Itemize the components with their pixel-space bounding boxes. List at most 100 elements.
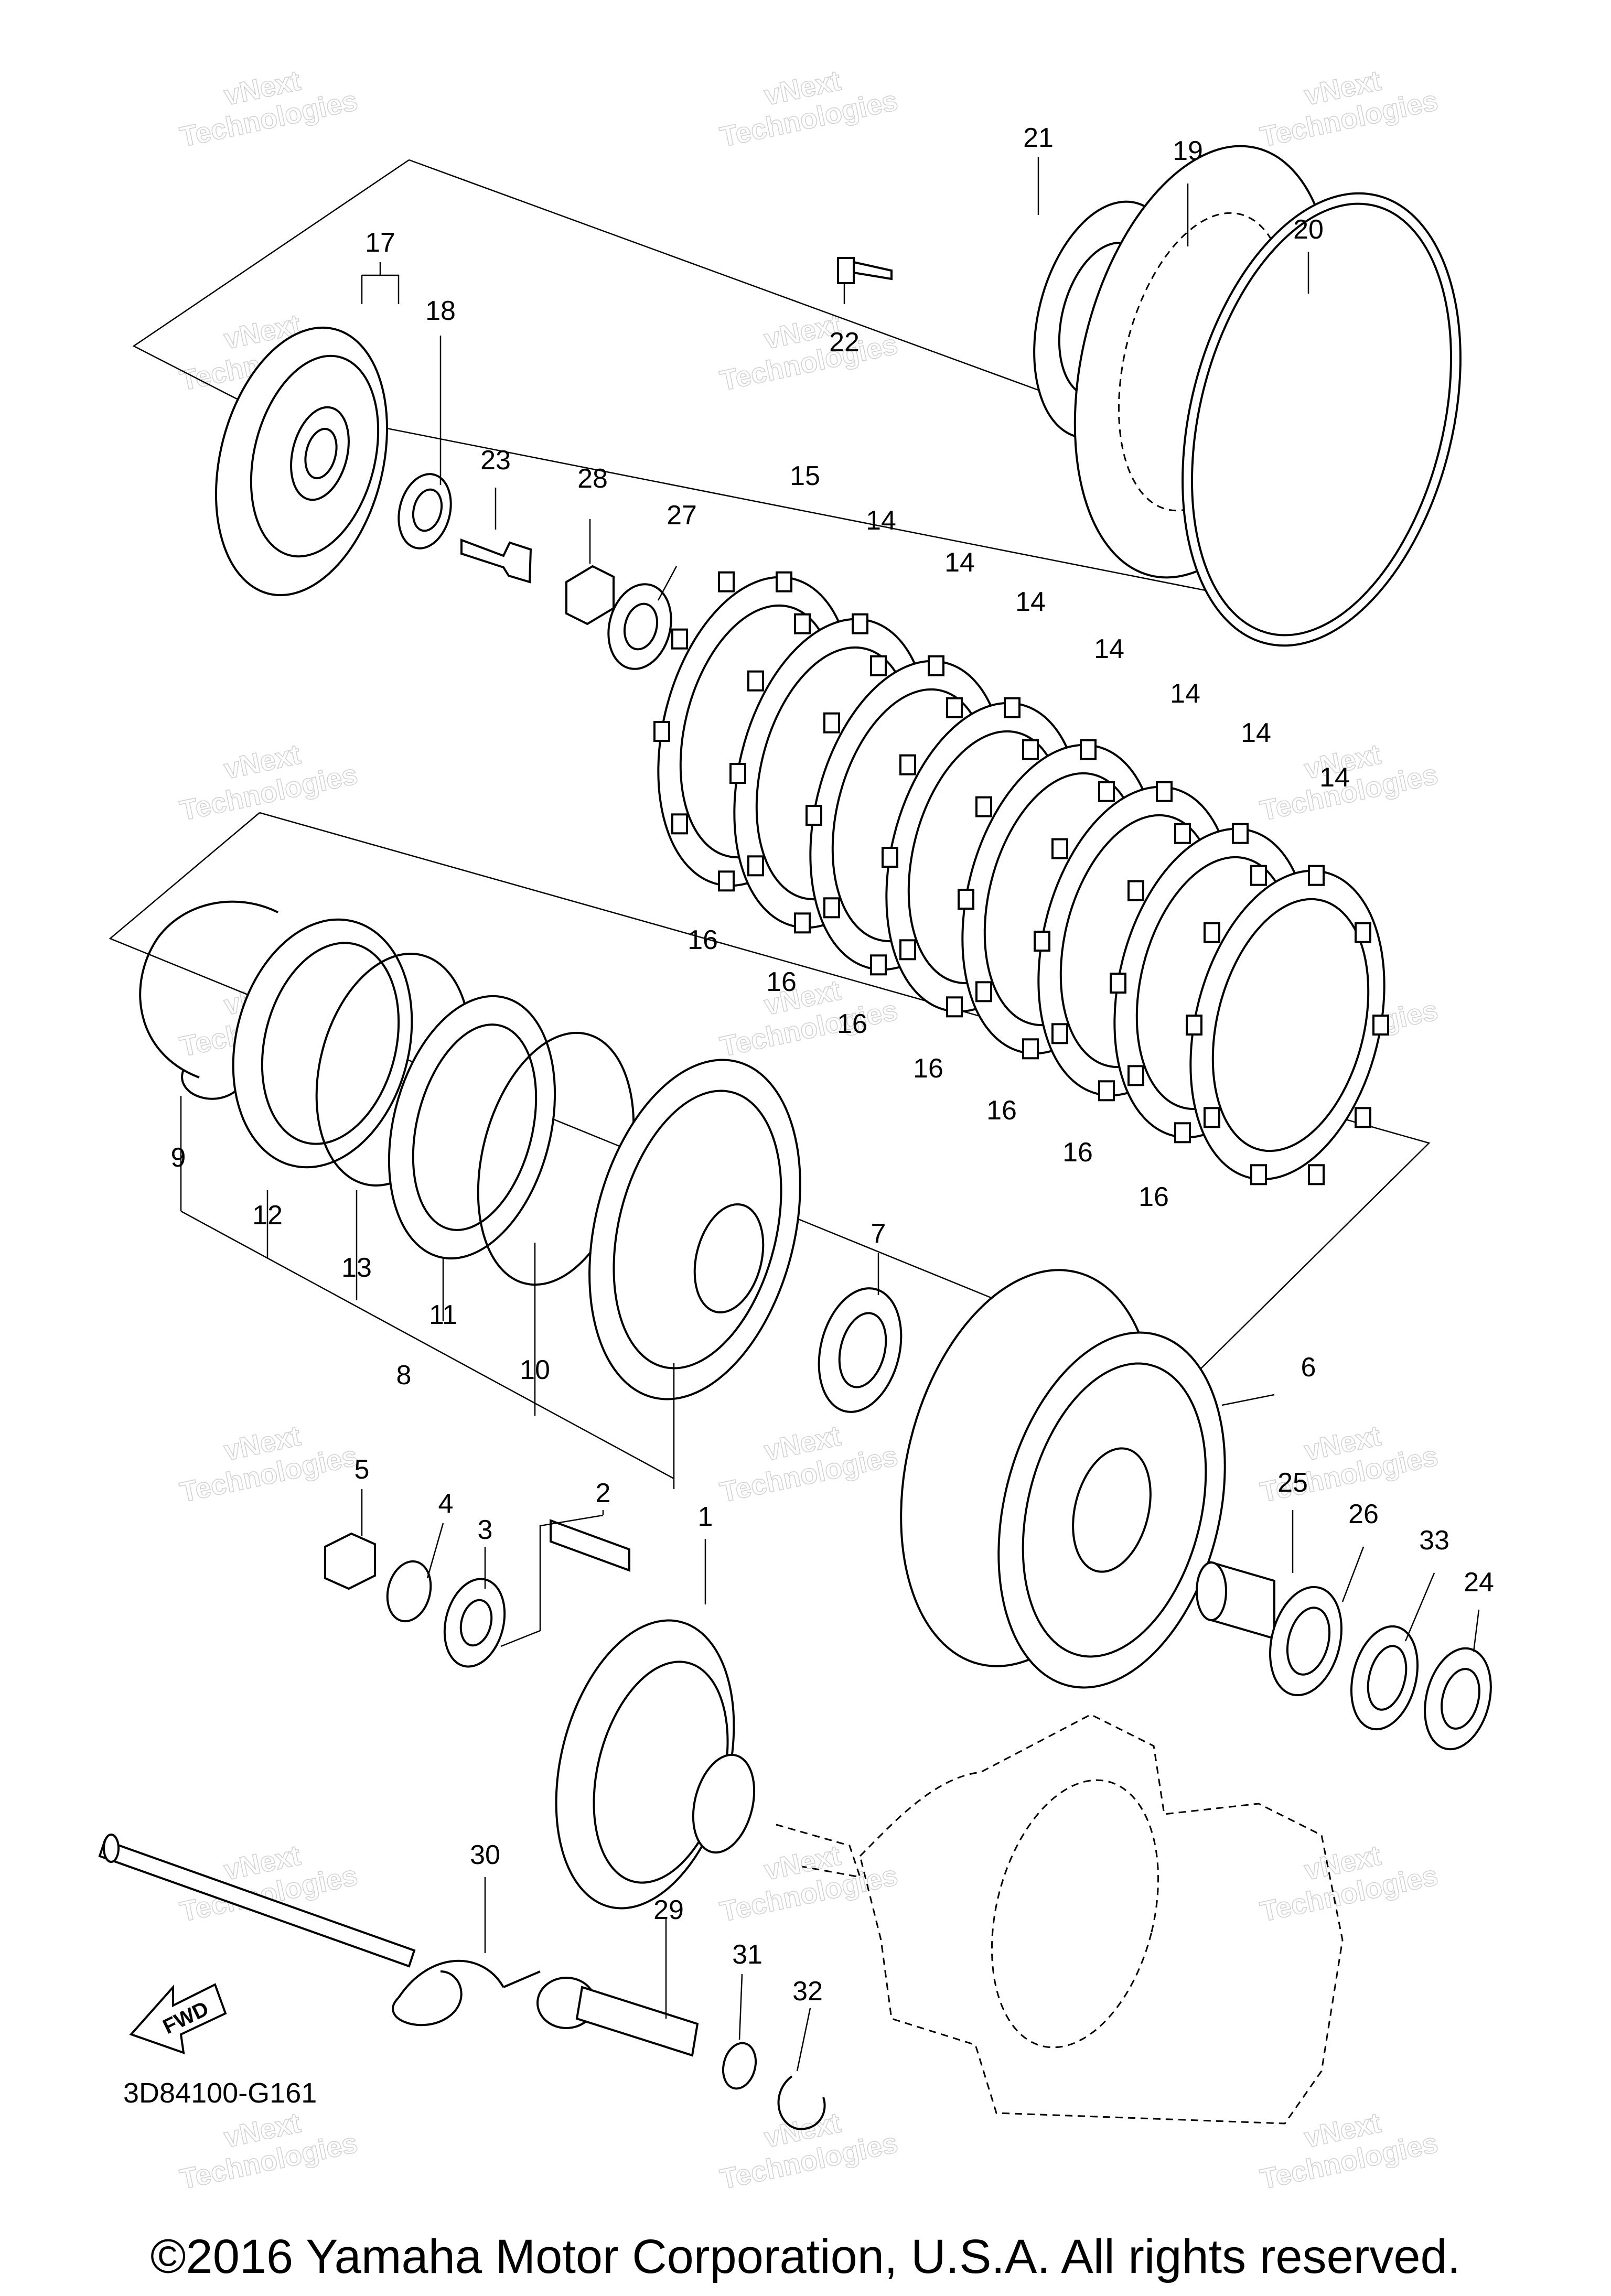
plate-tab [823, 897, 840, 919]
thrust-washer-24-part [1424, 1647, 1492, 1751]
forward-arrow-icon: FWD [129, 1983, 227, 2054]
diagram-code: 3D84100-G161 [123, 2077, 317, 2109]
watermark-text: vNextTechnologies [711, 298, 900, 397]
watermark-text: vNextTechnologies [1251, 54, 1441, 153]
copyright-notice: ©2016 Yamaha Motor Corporation, U.S.A. A… [151, 2230, 1460, 2283]
plate-tab [1203, 922, 1220, 943]
callout-24: 24 [1464, 1567, 1494, 1598]
plate-tab [1098, 1080, 1115, 1102]
callout-22: 22 [829, 327, 860, 358]
washer-3-part [443, 1578, 506, 1668]
bearing-part [398, 473, 452, 549]
plate-tab [946, 697, 963, 718]
plate-tab [1127, 1065, 1144, 1086]
callout-16c: 16 [837, 1009, 867, 1039]
plate-tab [1098, 781, 1115, 802]
callout-28: 28 [577, 463, 608, 494]
friction-plate-inner-edge [1211, 898, 1370, 1152]
plate-tab [1232, 823, 1249, 844]
plate-tab [946, 996, 963, 1018]
callout-33: 33 [1419, 1525, 1449, 1556]
plate-tab [1372, 1015, 1389, 1036]
plate-tab [1203, 1107, 1220, 1128]
washer-31-part [722, 2042, 757, 2090]
clutch-plate-stack [653, 571, 1389, 1185]
plate-tab [671, 628, 688, 650]
thrust-washer-part [818, 1287, 903, 1413]
callout-16b: 16 [766, 967, 797, 997]
crankcase-outline [776, 1713, 1344, 2125]
callout-6: 6 [1301, 1352, 1316, 1383]
push-lever-part [536, 1977, 699, 2057]
spacer-25-part [1196, 1561, 1275, 1640]
callout-12: 12 [252, 1200, 283, 1231]
callout-4: 4 [438, 1489, 454, 1519]
callout-11: 11 [429, 1300, 457, 1330]
plate-tab [806, 805, 822, 826]
spring-ring-20-part [1182, 192, 1462, 647]
primary-drive-gear-part [555, 1619, 756, 1910]
callout-16g: 16 [1139, 1182, 1169, 1212]
callout-13: 13 [341, 1253, 372, 1283]
key-part [550, 1519, 630, 1572]
callout-labels: 1 2 3 4 5 6 7 8 9 10 11 12 13 14 14 14 1… [171, 123, 1494, 2007]
callout-23: 23 [480, 445, 511, 476]
plate-tab [975, 981, 992, 1003]
torsion-spring-part [392, 1959, 541, 2026]
callout-3: 3 [478, 1515, 493, 1545]
plate-tab [717, 870, 735, 892]
watermark-text: vNextTechnologies [711, 54, 900, 153]
plate-tab [1250, 865, 1267, 886]
plate-tab [882, 847, 898, 868]
plate-tab [1156, 781, 1173, 802]
spacer-33-part [1350, 1625, 1419, 1731]
plate-tab [899, 939, 916, 961]
callout-14a: 14 [866, 505, 896, 536]
friction-plate [1189, 869, 1386, 1181]
callout-17: 17 [365, 228, 395, 258]
callout-27: 27 [667, 500, 697, 531]
friction-plate-11-part [388, 995, 556, 1260]
callout-14e: 14 [1170, 678, 1200, 709]
watermark-text: vNextTechnologies [171, 1409, 360, 1508]
callout-14b: 14 [944, 547, 975, 578]
clutch-housing-part [900, 1269, 1226, 1689]
leader-lines [180, 157, 1480, 2072]
needle-bearing-part [1269, 1586, 1342, 1697]
watermark-text: vNextTechnologies [711, 1409, 900, 1508]
plate-tab [1004, 697, 1021, 718]
plate-tab [1355, 1107, 1372, 1128]
plate-tab [1174, 823, 1191, 844]
callout-19: 19 [1173, 136, 1203, 166]
callout-10: 10 [520, 1355, 550, 1385]
plate-tab [899, 754, 916, 775]
callout-26: 26 [1348, 1499, 1379, 1529]
plate-tab [975, 796, 992, 817]
callout-18: 18 [425, 296, 456, 326]
callout-14d: 14 [1094, 634, 1124, 664]
pressure-plate-part [214, 326, 389, 597]
watermark-text: vNextTechnologies [711, 2096, 900, 2195]
plate-tab [1186, 1015, 1202, 1036]
callout-16a: 16 [688, 925, 718, 955]
callout-14c: 14 [1015, 587, 1046, 617]
plate-tab [869, 954, 887, 976]
callout-16e: 16 [986, 1095, 1017, 1126]
watermark-text: vNextTechnologies [711, 964, 900, 1063]
clutch-nut-part [565, 565, 615, 626]
lock-washer-4-part [386, 1560, 432, 1623]
callout-7: 7 [871, 1219, 886, 1249]
push-rod-part [460, 538, 532, 584]
plate-tab [671, 813, 688, 835]
shift-shaft-part [98, 1834, 416, 1968]
callout-21: 21 [1023, 123, 1054, 153]
callout-1: 1 [698, 1502, 713, 1532]
plate-tab [793, 613, 811, 634]
plate-tab [852, 613, 869, 634]
plate-tab [776, 571, 793, 592]
watermark-text: vNextTechnologies [1251, 2096, 1441, 2195]
callout-16f: 16 [1062, 1137, 1093, 1168]
callout-16d: 16 [913, 1053, 943, 1084]
plate-tab [1250, 1164, 1267, 1185]
